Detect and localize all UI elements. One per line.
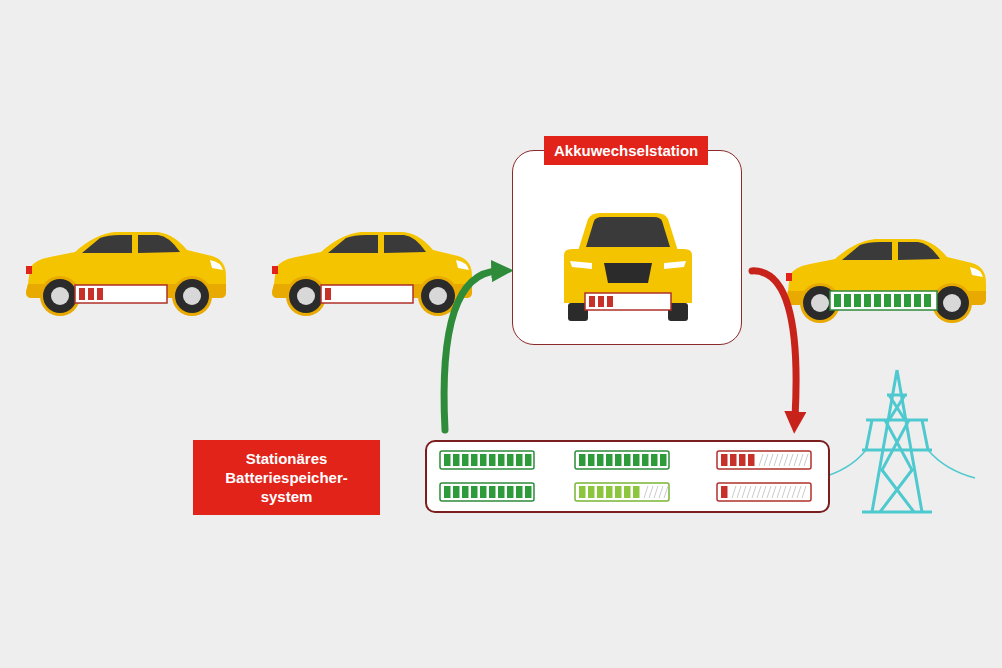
power-pylon xyxy=(820,370,975,512)
car xyxy=(26,232,226,316)
storage-box: Stationäres Batteriespeicher- system xyxy=(425,440,830,513)
car xyxy=(786,239,986,323)
station-title: Akkuwechselstation xyxy=(544,136,708,165)
swap-station-box: Akkuwechselstation xyxy=(512,150,742,345)
storage-batteries xyxy=(427,442,828,511)
car-battery xyxy=(75,285,167,303)
car-front xyxy=(558,211,698,323)
storage-title: Stationäres Batteriespeicher- system xyxy=(193,440,380,515)
car-battery xyxy=(830,291,937,310)
car xyxy=(272,232,472,316)
car-battery xyxy=(321,285,413,303)
cycle-arrow xyxy=(752,271,796,418)
cycle-arrow xyxy=(444,271,498,430)
